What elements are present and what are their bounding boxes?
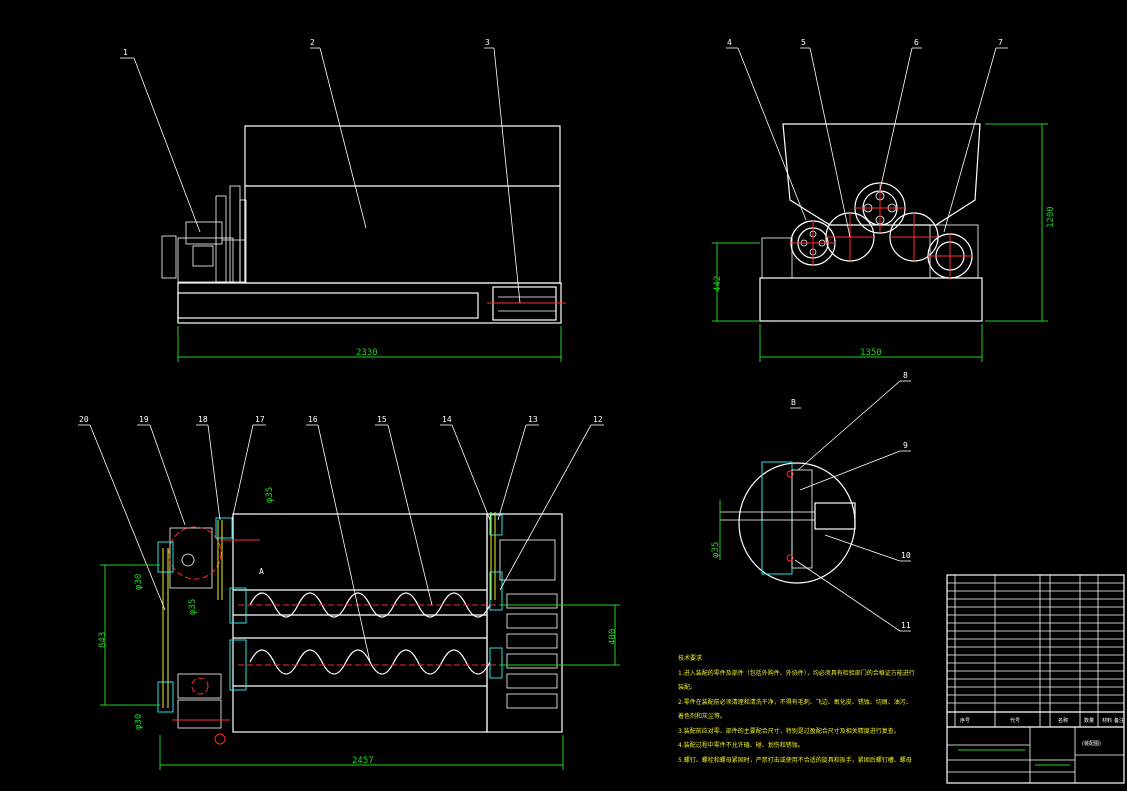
callout-17: 17: [255, 415, 265, 424]
tb-col-no: 序号: [960, 717, 970, 724]
dim-shaft-3: φ30: [134, 714, 144, 730]
callout-11: 11: [901, 621, 911, 630]
callout-15: 15: [377, 415, 387, 424]
tb-col-code: 代号: [1010, 717, 1020, 724]
dim-detail: φ35: [711, 542, 721, 558]
callout-3: 3: [485, 38, 490, 47]
dim-plan-width: 2457: [352, 756, 374, 766]
callout-9: 9: [903, 441, 908, 450]
tb-title: (装配图): [1082, 740, 1101, 747]
tb-col-name: 名称: [1058, 717, 1068, 724]
note-line: 着色剂和灰尘等。: [678, 713, 727, 720]
front-view: [161, 125, 566, 324]
callout-12: 12: [593, 415, 603, 424]
detail-b: B φ35 8 9 10 11: [711, 371, 911, 632]
title-block: 序号 代号 名称 数量 材料 备注 (装配图): [946, 574, 1125, 784]
dim-plan-center: 400: [608, 629, 618, 645]
callout-14: 14: [442, 415, 452, 424]
dim-plan-depth: 843: [98, 632, 108, 648]
callout-10: 10: [901, 551, 911, 560]
callout-19: 19: [139, 415, 149, 424]
callout-4: 4: [727, 38, 732, 47]
technical-notes: 技术要求 1.进入装配的零件及部件（包括外购件、外协件），均必须具有检验部门的合…: [678, 652, 928, 768]
callout-1: 1: [123, 48, 128, 57]
callout-6: 6: [914, 38, 919, 47]
callout-18: 18: [198, 415, 208, 424]
callout-8: 8: [903, 371, 908, 380]
dim-shaft-2: φ35: [265, 487, 275, 503]
side-view: [759, 123, 983, 322]
tb-col-material: 材料: [1102, 717, 1112, 724]
tb-col-qty: 数量: [1084, 717, 1094, 724]
dim-shaft-4: φ35: [188, 599, 198, 615]
detail-label: B: [791, 398, 796, 407]
callout-13: 13: [528, 415, 538, 424]
callout-20: 20: [79, 415, 89, 424]
callout-5: 5: [801, 38, 806, 47]
note-line: 4.装配过程中零件不允许磕、碰、划伤和锈蚀。: [678, 742, 804, 749]
callout-2: 2: [310, 38, 315, 47]
dim-side-width: 1350: [860, 348, 882, 358]
note-line: 5.螺钉、螺栓和螺母紧固时，严禁打击或使用不合适的旋具和扳手，紧固后螺钉槽、螺母: [678, 756, 912, 764]
callout-7: 7: [998, 38, 1003, 47]
front-dimension-2330: 2330: [177, 326, 562, 362]
section-mark-a: A: [259, 567, 264, 576]
plan-leaders: 20 19 18 17 16 15 14 13 12 A: [78, 415, 604, 663]
tb-col-remark: 备注: [1114, 717, 1124, 724]
side-leaders: 4 5 6 7: [726, 38, 1008, 238]
dim-front-width: 2330: [356, 348, 378, 358]
note-line: 装配。: [678, 684, 697, 691]
plan-view: [157, 512, 563, 745]
dim-shaft-1: φ30: [134, 574, 144, 590]
note-line: 1.进入装配的零件及部件（包括外购件、外协件），均必须具有检验部门的合格证方能进…: [678, 669, 915, 677]
side-dimensions: 1350 1200 442: [712, 123, 1056, 362]
note-line: 2.零件在装配前必须清理和清洗干净，不得有毛刺、飞边、氧化皮、锈蚀、切屑、油污、: [678, 698, 912, 706]
dim-side-height: 1200: [1046, 206, 1056, 228]
plan-dimensions: 2457 843 400 φ30 φ35 φ30 φ35: [98, 487, 620, 770]
notes-title: 技术要求: [678, 655, 703, 662]
callout-16: 16: [308, 415, 318, 424]
front-leaders: 1 2 3: [120, 38, 521, 304]
dim-side-base: 442: [713, 276, 723, 292]
note-line: 3.装配前应对零、部件的主要配合尺寸，特别是过盈配合尺寸及相关精度进行复查。: [678, 727, 900, 735]
